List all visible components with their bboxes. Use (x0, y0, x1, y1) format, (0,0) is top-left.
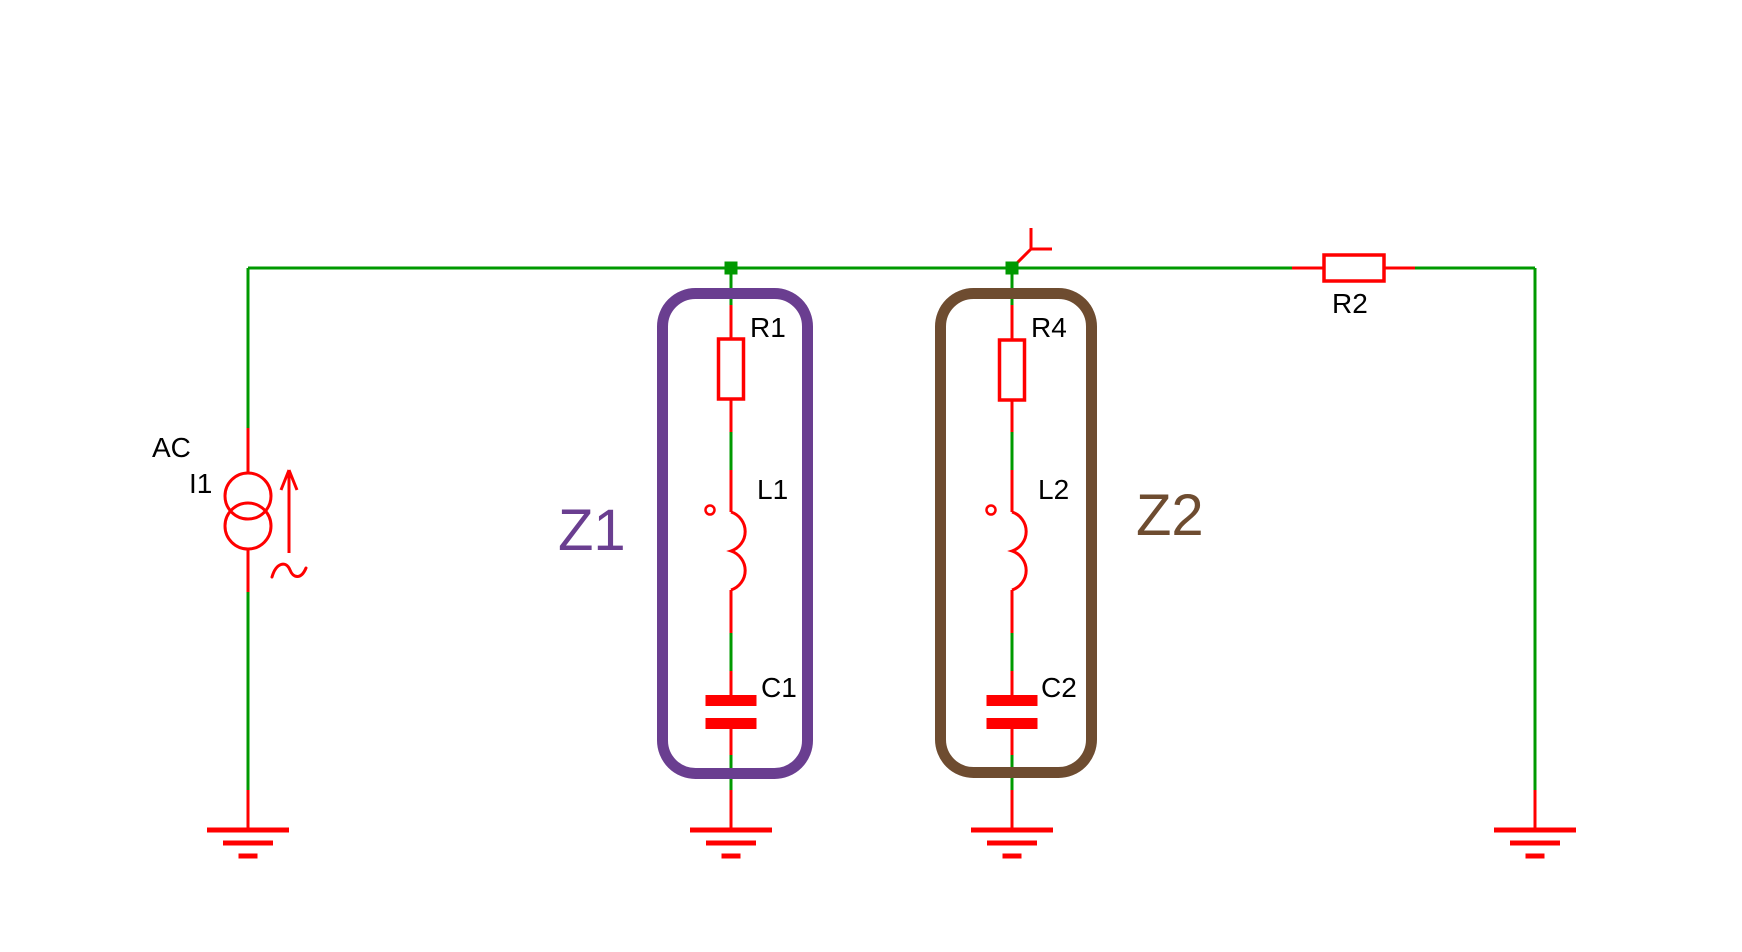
resistor-r2[interactable] (1292, 253, 1415, 283)
source-designator-label[interactable]: I1 (189, 468, 212, 499)
c1-plate-bottom[interactable] (705, 718, 757, 729)
z1-label[interactable]: Z1 (558, 498, 626, 563)
ground-bars-icon (690, 827, 772, 859)
ground-source[interactable] (207, 790, 289, 859)
source-type-label[interactable]: AC (152, 432, 191, 463)
c2-plate-bottom[interactable] (986, 718, 1038, 729)
z2-label[interactable]: Z2 (1136, 483, 1204, 548)
sine-wave-icon (270, 562, 308, 579)
net-wires (246, 266, 1537, 790)
ground-bars-icon (207, 827, 289, 859)
l2-designator-label[interactable]: L2 (1038, 474, 1069, 505)
c1-designator-label[interactable]: C1 (761, 672, 797, 703)
l1-polarity-dot-icon (704, 504, 716, 516)
ground-z1[interactable] (690, 790, 772, 859)
capacitor-c1[interactable] (705, 671, 757, 755)
l1-designator-label[interactable]: L1 (757, 474, 788, 505)
r2-body[interactable] (1322, 253, 1386, 283)
z2-outline-box[interactable] (935, 288, 1097, 778)
resistor-r4[interactable] (997, 305, 1027, 432)
ground-bars-icon (1494, 827, 1576, 859)
l1-coil[interactable] (726, 510, 747, 592)
z1-outline-box[interactable] (657, 288, 813, 779)
r4-designator-label[interactable]: R4 (1031, 312, 1067, 343)
c1-plate-top[interactable] (705, 695, 757, 706)
r1-body[interactable] (716, 337, 746, 401)
junction-node-z2 (1005, 261, 1019, 275)
c2-designator-label[interactable]: C2 (1041, 672, 1077, 703)
r2-designator-label[interactable]: R2 (1332, 288, 1368, 319)
ground-right[interactable] (1494, 790, 1576, 859)
resistor-r1[interactable] (716, 305, 746, 432)
junction-node-z1 (724, 261, 738, 275)
capacitor-c2[interactable] (986, 671, 1038, 755)
ground-bars-icon (971, 827, 1053, 859)
inductor-l2[interactable] (985, 470, 1028, 633)
current-direction-arrow-icon (279, 469, 299, 553)
r4-body[interactable] (997, 338, 1027, 402)
source-circle-bottom[interactable] (223, 501, 273, 551)
l2-polarity-dot-icon (985, 504, 997, 516)
c2-plate-top[interactable] (986, 695, 1038, 706)
l2-coil[interactable] (1007, 510, 1028, 592)
ground-z2[interactable] (971, 790, 1053, 859)
inductor-l1[interactable] (704, 470, 747, 633)
source-circle-top[interactable] (223, 471, 273, 521)
r1-designator-label[interactable]: R1 (750, 312, 786, 343)
ac-current-source[interactable] (223, 428, 308, 592)
